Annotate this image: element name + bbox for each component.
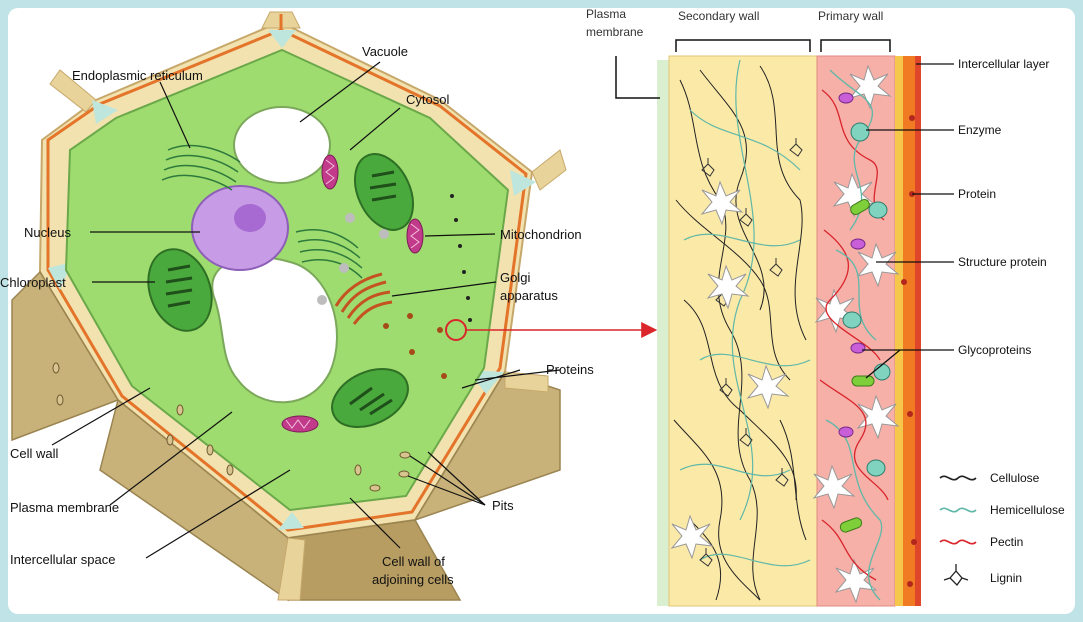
mitochondrion-bottom bbox=[282, 416, 318, 432]
label-plasma-membrane-right-1: Plasma bbox=[586, 7, 626, 21]
adjoining-wall-right bbox=[532, 150, 566, 190]
label-adjoining-1: Cell wall of bbox=[382, 554, 445, 569]
legend-hemicellulose-icon bbox=[940, 508, 976, 511]
label-endoplasmic-reticulum: Endoplasmic reticulum bbox=[72, 68, 203, 83]
legend-lignin-icon bbox=[944, 564, 968, 585]
label-proteins: Proteins bbox=[546, 362, 594, 377]
nucleolus bbox=[234, 204, 266, 232]
mitochondrion-right bbox=[407, 219, 423, 253]
label-mitochondrion: Mitochondrion bbox=[500, 227, 582, 242]
legend-hemicellulose-label: Hemicellulose bbox=[990, 503, 1065, 517]
label-intercellular-space: Intercellular space bbox=[10, 552, 116, 567]
legend-lignin-label: Lignin bbox=[990, 571, 1022, 585]
label-golgi-2: apparatus bbox=[500, 288, 558, 303]
mitochondrion-top bbox=[322, 155, 338, 189]
label-glycoproteins: Glycoproteins bbox=[958, 343, 1031, 357]
label-structure-protein: Structure protein bbox=[958, 255, 1047, 269]
legend-cellulose-icon bbox=[940, 476, 976, 479]
label-cell-wall: Cell wall bbox=[10, 446, 59, 461]
label-cytosol: Cytosol bbox=[406, 92, 449, 107]
label-pits: Pits bbox=[492, 498, 514, 513]
label-secondary-wall: Secondary wall bbox=[678, 9, 759, 23]
legend-cellulose-label: Cellulose bbox=[990, 471, 1040, 485]
label-chloroplast: Chloroplast bbox=[0, 275, 66, 290]
label-plasma-membrane-right-2: membrane bbox=[586, 25, 644, 39]
label-primary-wall: Primary wall bbox=[818, 9, 883, 23]
label-adjoining-2: adjoining cells bbox=[372, 572, 454, 587]
middle-lamella-red bbox=[915, 56, 921, 606]
label-plasma-membrane: Plasma membrane bbox=[10, 500, 119, 515]
label-enzyme: Enzyme bbox=[958, 123, 1002, 137]
adjoining-wall-lower-right bbox=[505, 372, 548, 392]
legend-pectin-icon bbox=[940, 540, 976, 543]
legend-pectin-label: Pectin bbox=[990, 535, 1023, 549]
legend: Cellulose Hemicellulose Pectin Lignin bbox=[940, 471, 1065, 585]
middle-lamella-orange bbox=[903, 56, 915, 606]
vacuole-upper bbox=[234, 107, 330, 183]
label-protein: Protein bbox=[958, 187, 996, 201]
plasma-membrane-strip bbox=[657, 60, 669, 606]
cell-wall-detail bbox=[657, 56, 921, 606]
label-intercellular-layer: Intercellular layer bbox=[958, 57, 1049, 71]
label-golgi-1: Golgi bbox=[500, 270, 530, 285]
label-nucleus: Nucleus bbox=[24, 225, 71, 240]
label-vacuole: Vacuole bbox=[362, 44, 408, 59]
middle-lamella-yellow bbox=[895, 56, 903, 606]
